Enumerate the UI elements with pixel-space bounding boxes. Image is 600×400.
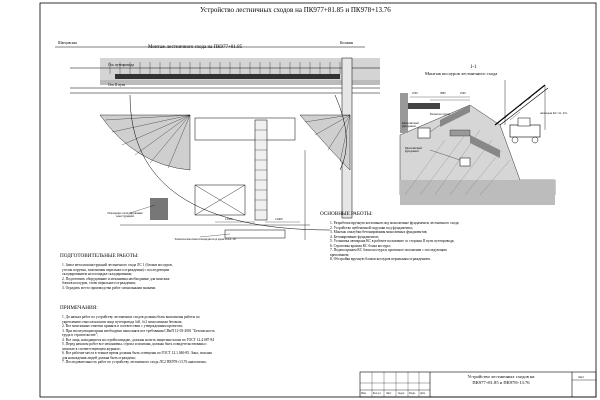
stamp-col-change: Изм. — [361, 392, 367, 395]
storage-area-label: Площадка складирования конструкций — [107, 211, 143, 219]
notes-item: труда в строительстве"; — [62, 333, 99, 337]
direction-left-label: Швецовская — [58, 41, 77, 45]
notes-item: записью в соответствующем журнале; — [62, 346, 121, 351]
prep-works-item: 1. Завоз металлоконструкций лестничного … — [62, 263, 173, 267]
axis-label-track: Ось II пути — [108, 83, 126, 87]
main-works-item: 6. Строповка краном КС блока косоура; — [330, 243, 391, 248]
notes-item: 5. Перед началом работ все механизмы, ст… — [62, 342, 208, 346]
axis-label-overpass: Ось путепровода — [108, 63, 134, 67]
notes-item: 2. Все монтажные отметки принять в соотв… — [62, 324, 183, 328]
notes-list: 1. До начала работ по устройству лестнич… — [62, 315, 215, 365]
foundation-label-b: Монолитный фундамент — [405, 146, 422, 153]
right-slope — [299, 114, 351, 171]
main-works-list: 1. Разработка вручную котлованов под мон… — [330, 221, 459, 262]
section-dim-1: 4700 — [412, 92, 418, 95]
prep-works-item: 2. Подготовить оборудование и механизмы … — [62, 276, 170, 281]
crane-body — [509, 124, 541, 138]
notes-item: 1. До начала работ по устройству лестнич… — [62, 315, 200, 319]
sheet-title: Устройство лестничных сходов на ПК977+81… — [200, 6, 391, 14]
section-dim-2: 3800 — [440, 92, 446, 95]
sheet-number-label: Лист — [578, 375, 585, 379]
stamp-col-date: Дата — [420, 392, 426, 395]
notes-item: 3. При эксплуатации крана необходимо вып… — [62, 328, 215, 333]
title-block-graphics — [359, 371, 597, 398]
crane-pad-label: Технологическая площадка под кран ПАТ-18 — [174, 237, 236, 241]
stringer-blocks-label: Блоки косоуров — [430, 112, 451, 116]
prep-works-item: 3. Оградить место производства работ сиг… — [62, 285, 157, 290]
prep-works-item: уголок поручня, заполнения перильного ог… — [62, 267, 170, 272]
notes-item: 4. Все лица, находящиеся на стройплощадк… — [62, 337, 215, 342]
notes-item: для нахождения людей должна быть огражде… — [62, 355, 136, 360]
main-works-item: креплением; — [330, 252, 350, 257]
notes-item: 7. Последовательность работ по устройств… — [62, 360, 207, 364]
section-view — [399, 80, 556, 205]
main-works-heading: ОСНОВНЫЕ РАБОТЫ: — [320, 211, 373, 217]
main-works-item: 3. Монтаж опалубки бетонирования монолит… — [330, 230, 428, 234]
direction-right-label: Колония — [340, 41, 354, 45]
stamp-col-count: Кол.уч. — [373, 392, 382, 395]
main-works-item: 8. Обстройка вручную блоков косоуров пер… — [330, 257, 431, 261]
stamp-col-sign: Подп. — [409, 392, 416, 395]
stamp-col-doc: №док — [398, 392, 405, 395]
section-title: Монтаж косоуров лестничного схода — [425, 71, 498, 76]
prep-works-heading: ПОДГОТОВИТЕЛЬНЫЕ РАБОТЫ: — [60, 253, 139, 259]
main-works-item: 2. Устройство щебеночной подушки под фун… — [330, 225, 413, 230]
foundation-label-a: Монолитный фундамент — [402, 121, 419, 128]
bridge-slab — [115, 74, 340, 79]
plan-dimension-1: 13500 — [225, 217, 233, 221]
main-works-item: 7. Подача краном КС блока косоура в прое… — [330, 248, 447, 252]
plan-dimension-2: 14400 — [275, 217, 283, 221]
main-works-item: 4. Бетонирование фундаментов; — [330, 234, 379, 239]
notes-item: 6. Все рабочие места в темное время долж… — [62, 351, 212, 355]
title-block-line-2: ПК977+81.85 и ПК978+13.76 — [472, 380, 530, 385]
plan-subtitle: Монтаж лестничного схода на ПК977+81.85 — [148, 45, 243, 50]
section-number: 1-1 — [470, 65, 477, 70]
notes-item: укреплению откосов насыпи опор путепрово… — [62, 319, 183, 324]
title-block: Устройство лестничных сходов на ПК977+81… — [430, 374, 572, 386]
prep-works-item: складированием на площадке складирования… — [62, 272, 133, 276]
prep-works-list: 1. Завоз металлоконструкций лестничного … — [62, 263, 173, 290]
left-slope — [99, 114, 191, 171]
crane-label: Автокран КС г/п. 25т. — [540, 111, 568, 115]
section-dim-3: 2500 — [460, 92, 466, 95]
plan-view — [55, 46, 380, 240]
title-block-line-1: Устройство лестничных сходов на — [467, 374, 535, 379]
notes-heading: ПРИМЕЧАНИЯ: — [60, 305, 98, 311]
storage-area — [150, 198, 168, 220]
crane-boom — [494, 84, 546, 126]
stamp-col-sheet: Лист — [386, 392, 392, 395]
main-works-item: 1. Разработка вручную котлованов под мон… — [330, 221, 460, 225]
sheet-frame — [39, 2, 597, 398]
main-works-item: 5. Установка автокрана КС в рабочее поло… — [330, 239, 455, 243]
prep-works-item: блоков косоуров, стоек перильного огражд… — [62, 281, 136, 285]
